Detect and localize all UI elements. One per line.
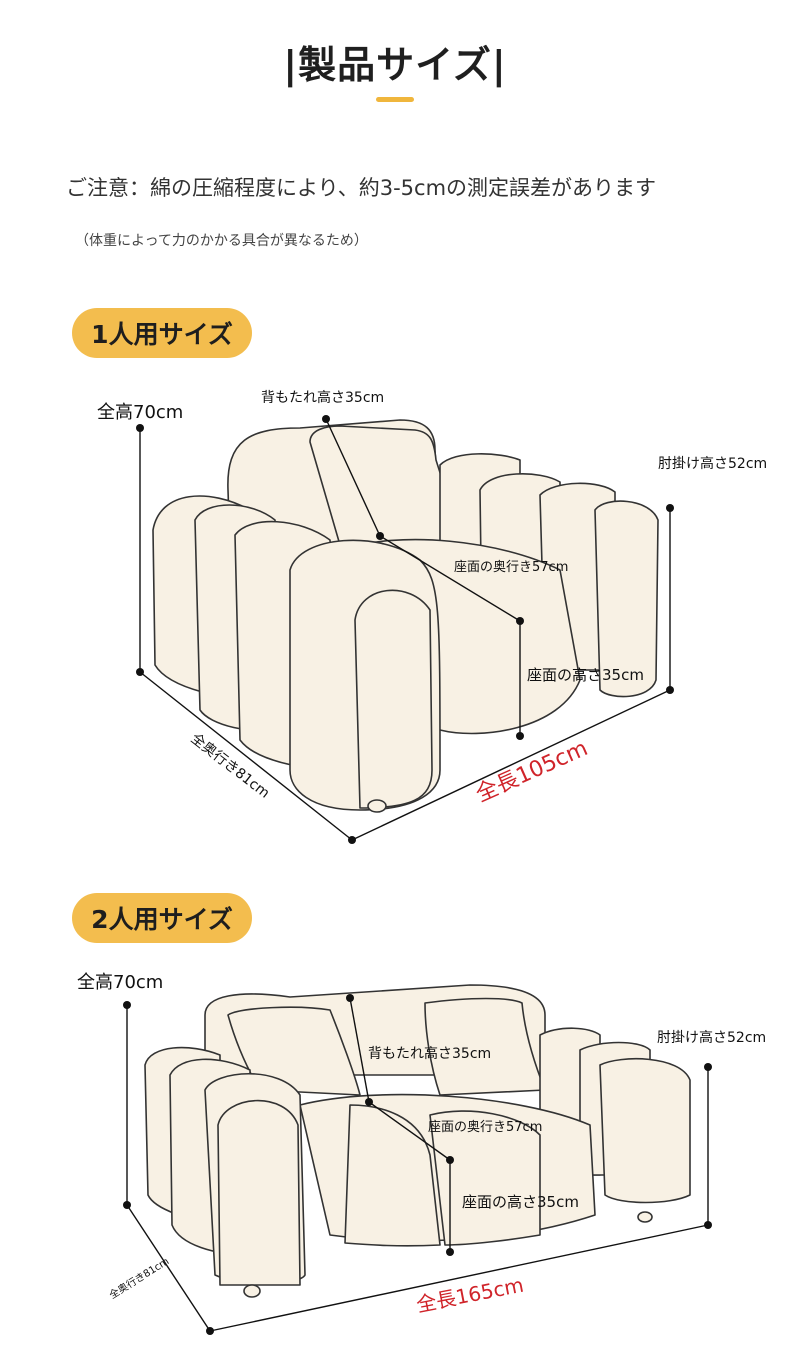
single-sofa-illustration — [152, 419, 659, 813]
single-total-length-label: 全長105cm — [472, 736, 591, 807]
single-backrest-height-label: 背もたれ高さ35cm — [261, 389, 384, 406]
single-seat-height-label: 座面の高さ35cm — [527, 666, 644, 684]
double-seat-depth-label: 座面の奥行き57cm — [428, 1120, 542, 1135]
double-total-length-label: 全長165cm — [414, 1273, 525, 1317]
double-total-depth-label: 全奥行き81cm — [107, 1255, 172, 1302]
double-sofa-diagram: 全高70cm 背もたれ高さ35cm 肘掛け高さ52cm 座面の奥行き57cm 座… — [77, 972, 766, 1335]
single-armrest-height-label: 肘掛け高さ52cm — [658, 455, 767, 472]
single-total-height-label: 全高70cm — [97, 402, 183, 423]
page-title: |製品サイズ| — [283, 43, 507, 87]
single-sofa-diagram: 全高70cm 背もたれ高さ35cm 肘掛け高さ52cm 座面の奥行き57cm 座… — [97, 389, 767, 844]
double-seat-height-label: 座面の高さ35cm — [462, 1193, 579, 1211]
double-dimension-lines — [123, 994, 712, 1335]
measurement-notice: ご注意：綿の圧縮程度により、約3-5cmの測定誤差があります — [66, 176, 657, 200]
double-size-pill: 2人用サイズ — [72, 893, 252, 943]
title-underline — [376, 97, 414, 102]
double-armrest-height-label: 肘掛け高さ52cm — [657, 1029, 766, 1046]
measurement-subnote: （体重によって力のかかる具合が異なるため） — [75, 233, 368, 249]
single-seat-depth-label: 座面の奥行き57cm — [454, 560, 568, 575]
double-total-height-label: 全高70cm — [77, 972, 163, 993]
single-dimension-lines — [136, 415, 674, 844]
double-sofa-illustration — [144, 984, 691, 1298]
double-backrest-height-label: 背もたれ高さ35cm — [368, 1045, 491, 1062]
single-size-pill: 1人用サイズ — [72, 308, 252, 358]
